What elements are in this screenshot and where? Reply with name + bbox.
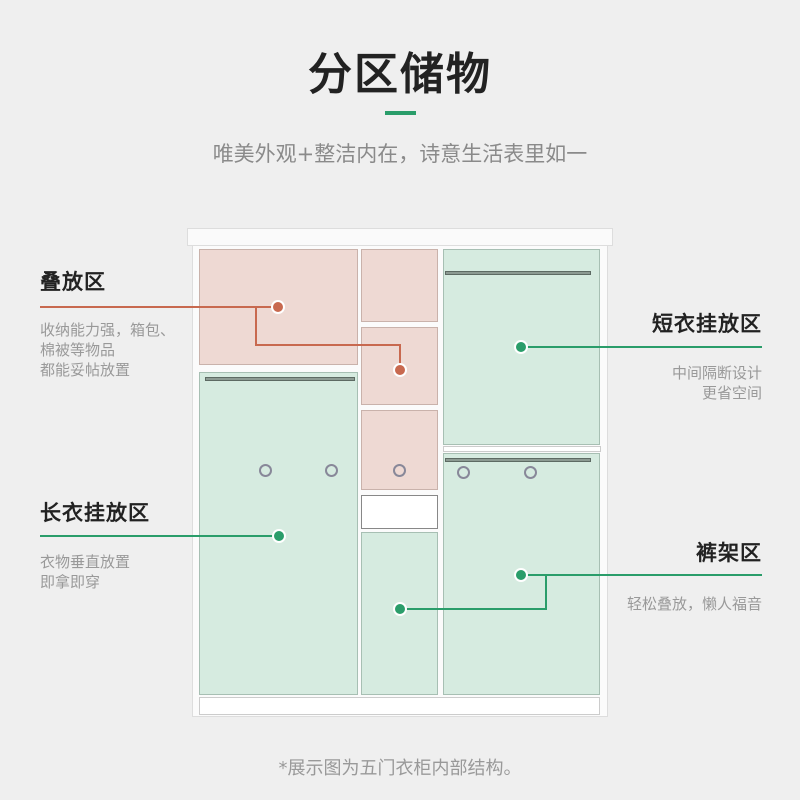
knob <box>393 464 406 477</box>
knob <box>457 466 470 479</box>
pants-zone-label: 裤架区 <box>696 541 762 565</box>
fold-connector <box>399 344 401 370</box>
hanging-rod <box>445 458 591 462</box>
title-divider <box>385 111 416 115</box>
long-connector <box>40 535 280 537</box>
pants-rack <box>361 495 438 529</box>
desc-line: 轻松叠放，懒人福音 <box>626 595 762 613</box>
fold-connector <box>40 306 278 308</box>
fold-marker-dot <box>393 363 407 377</box>
fold-zone-label: 叠放区 <box>40 270 106 294</box>
desc-line: 中间隔断设计 <box>671 364 762 382</box>
hanging-rod <box>205 377 355 381</box>
long-zone-desc: 衣物垂直放置 即拿即穿 <box>40 552 130 592</box>
fold-marker-dot <box>271 300 285 314</box>
pants-connector <box>545 574 547 610</box>
knob <box>325 464 338 477</box>
short-connector <box>521 346 762 348</box>
long-marker-dot <box>272 529 286 543</box>
short-zone-label: 短衣挂放区 <box>652 312 762 336</box>
desc-line: 更省空间 <box>701 384 762 402</box>
desc-line: 即拿即穿 <box>40 573 101 591</box>
fold-zone-desc: 收纳能力强，箱包、 棉被等物品 都能妥帖放置 <box>40 320 175 380</box>
pants-connector <box>400 608 547 610</box>
hanging-rod <box>445 271 591 275</box>
pants-marker-dot <box>514 568 528 582</box>
desc-line: 棉被等物品 <box>40 341 116 359</box>
pants-connector <box>521 574 762 576</box>
fold-connector <box>255 306 257 345</box>
page-title: 分区储物 <box>308 49 492 100</box>
knob <box>524 466 537 479</box>
desc-line: 衣物垂直放置 <box>40 553 131 571</box>
short-zone-desc: 中间隔断设计 更省空间 <box>672 363 762 403</box>
footer-note: *展示图为五门衣柜内部结构。 <box>278 758 522 779</box>
subtitle: 唯美外观+整洁内在，诗意生活表里如一 <box>212 142 588 166</box>
short-marker-dot <box>514 340 528 354</box>
wardrobe-base <box>199 697 600 715</box>
pants-marker-dot <box>393 602 407 616</box>
wardrobe-top <box>187 228 613 246</box>
desc-line: 都能妥帖放置 <box>40 361 131 379</box>
fold-connector <box>255 344 401 346</box>
drawer <box>361 410 438 490</box>
knob <box>259 464 272 477</box>
shelf <box>443 446 601 452</box>
pants-zone-desc: 轻松叠放，懒人福音 <box>627 594 762 614</box>
long-zone-label: 长衣挂放区 <box>40 501 150 525</box>
desc-line: 收纳能力强，箱包、 <box>40 321 176 339</box>
drawer <box>361 249 438 322</box>
